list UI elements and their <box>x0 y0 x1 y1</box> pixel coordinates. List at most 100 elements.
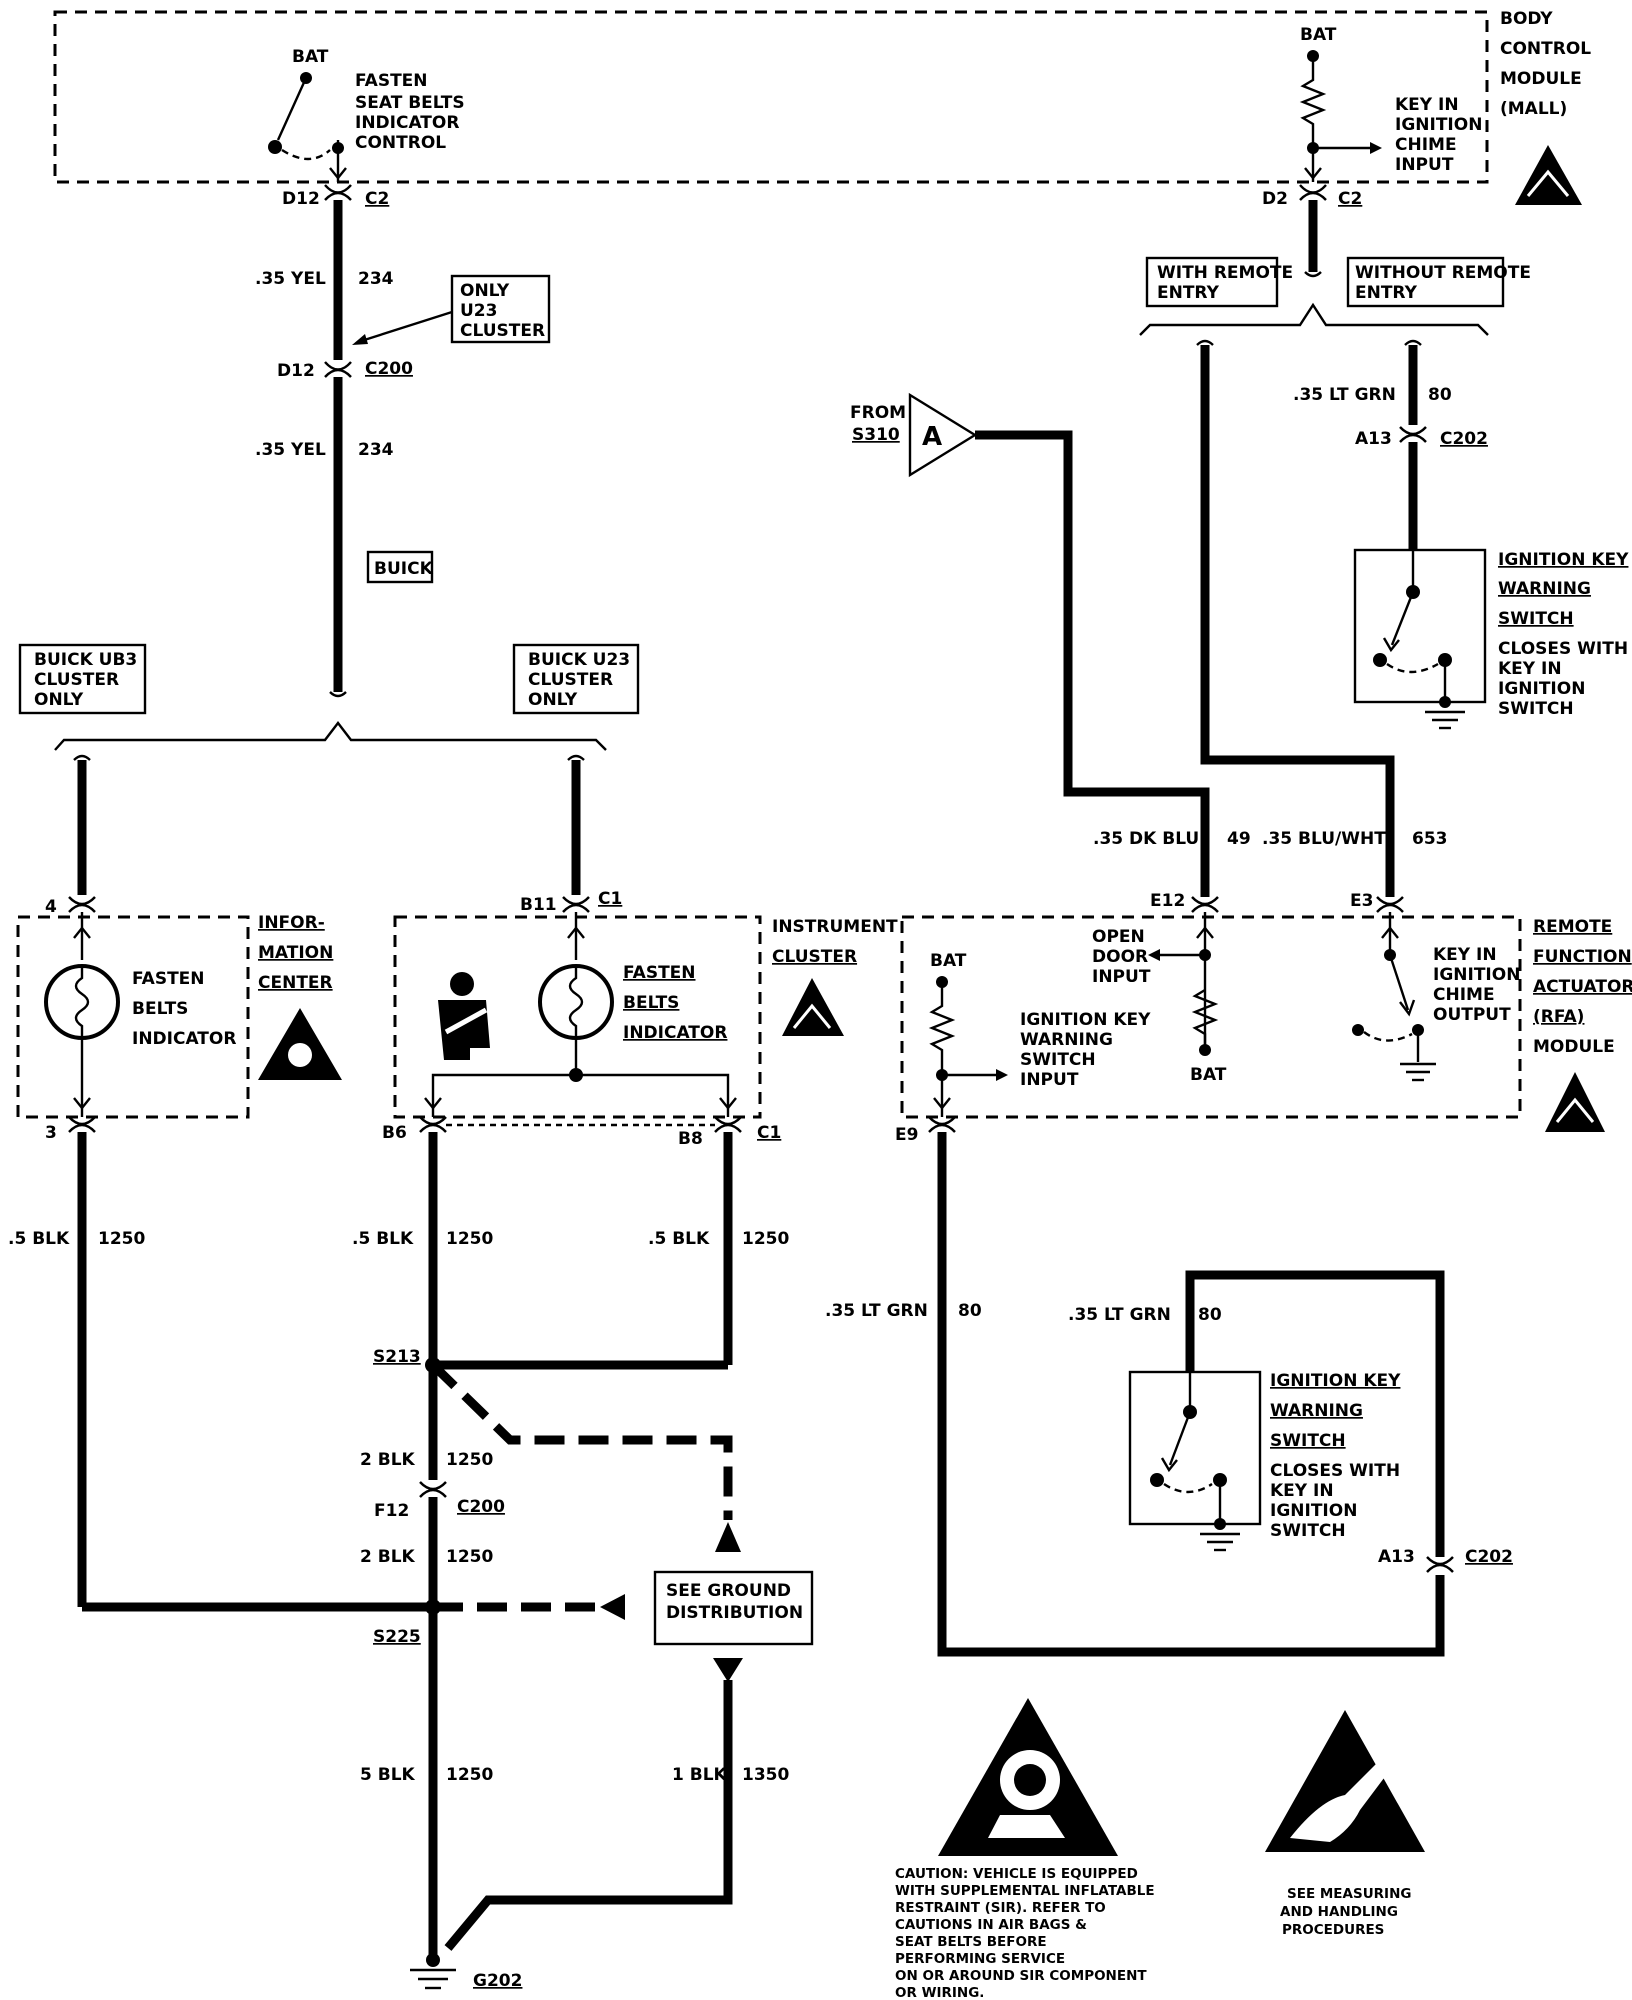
wire-blk-left-num: 1250 <box>98 1229 145 1249</box>
only-u23-3: CLUSTER <box>460 321 545 341</box>
bcm-title-4: (MALL) <box>1500 99 1567 119</box>
ign-bottom-2: WARNING <box>1270 1401 1363 1421</box>
chime-out-3: CHIME <box>1433 985 1495 1005</box>
ign-input-3: SWITCH <box>1020 1050 1096 1070</box>
ground-icon <box>410 1953 456 1990</box>
ign-bottom-6: IGNITION <box>1270 1501 1357 1521</box>
wire-blk2-a: 2 BLK <box>360 1450 416 1470</box>
fasten-cluster-3: INDICATOR <box>623 1023 727 1043</box>
instrument-cluster-module: B11 C1 INSTRUMENT CLUSTER FASTEN BELTS I… <box>352 754 898 1365</box>
fasten-info-1: FASTEN <box>132 969 205 989</box>
wire-yel-1: .35 YEL <box>255 269 326 289</box>
from-label-2: S310 <box>852 425 900 445</box>
buick-ub3-2: CLUSTER <box>34 670 119 690</box>
info-title-1: INFOR- <box>258 913 325 933</box>
without-remote-1: WITHOUT REMOTE <box>1355 263 1531 283</box>
ignition-switch-loop: .35 LT GRN 80 A13 C202 .35 LT GRN 80 IGN… <box>825 1132 1513 1657</box>
ground-distribution-circuit: S213 2 BLK 1250 F12 C200 2 BLK 1250 S225… <box>82 1347 814 1991</box>
ign-top-1: IGNITION KEY <box>1498 550 1629 570</box>
rfa-title-5: MODULE <box>1533 1037 1615 1057</box>
esd-warning-icon <box>1265 1710 1425 1852</box>
pin-c1-top: C1 <box>598 889 622 909</box>
key-chime-4: INPUT <box>1395 155 1454 175</box>
without-remote-2: ENTRY <box>1355 283 1418 303</box>
fasten-cluster-1: FASTEN <box>623 963 696 983</box>
bcm-module: BODY CONTROL MODULE (MALL) <box>53 9 1591 205</box>
ignition-key-switch-bottom <box>1128 1370 1262 1526</box>
pin-e3: E3 <box>1350 891 1373 911</box>
wire-blk-right-num: 1250 <box>742 1229 789 1249</box>
buick-ub3-3: ONLY <box>34 690 84 710</box>
fasten-info-3: INDICATOR <box>132 1029 236 1049</box>
wire-bluwht: .35 BLU/WHT <box>1262 829 1386 849</box>
wire-blk-mid-num: 1250 <box>446 1229 493 1249</box>
yel-234-circuit: D12 C2 .35 YEL 234 ONLY U23 CLUSTER D12 … <box>255 184 551 698</box>
wire-blk2-b: 2 BLK <box>360 1547 416 1567</box>
wire-yel-1-num: 234 <box>358 269 394 289</box>
from-label-1: FROM <box>850 403 906 423</box>
fasten-control-4: CONTROL <box>355 133 446 153</box>
wire-blk5: 5 BLK <box>360 1765 416 1785</box>
rfa-bat-mid: BAT <box>1190 1065 1227 1085</box>
pin-c202-bottom: C202 <box>1465 1547 1513 1567</box>
pin-b6: B6 <box>382 1123 407 1143</box>
open-door-2: DOOR <box>1092 947 1148 967</box>
ground-icon <box>1425 710 1465 730</box>
seat-belt-icon <box>438 972 490 1060</box>
ign-bottom-5: KEY IN <box>1270 1481 1334 1501</box>
wire-ltgrn-top: .35 LT GRN <box>1293 385 1396 405</box>
with-remote-2: ENTRY <box>1157 283 1220 303</box>
bcm-title-3: MODULE <box>1500 69 1582 89</box>
with-remote-1: WITH REMOTE <box>1157 263 1293 283</box>
wire-blk2-a-num: 1250 <box>446 1450 493 1470</box>
wire-blk1-num: 1350 <box>742 1765 789 1785</box>
caution-8: OR WIRING. <box>895 1985 984 2000</box>
fasten-cluster-2: BELTS <box>623 993 679 1013</box>
pin-b8: B8 <box>678 1129 703 1149</box>
cluster-title-2: CLUSTER <box>772 947 857 967</box>
buick-label: BUICK <box>374 559 434 579</box>
bcm-title-1: BODY <box>1500 9 1553 29</box>
caution-5: SEAT BELTS BEFORE <box>895 1934 1047 1950</box>
rfa-title-3: ACTUATOR <box>1533 977 1632 997</box>
ign-top-3: SWITCH <box>1498 609 1574 629</box>
wire-yel-2-num: 234 <box>358 440 394 460</box>
splice-s225: S225 <box>373 1627 421 1647</box>
key-chime-2: IGNITION <box>1395 115 1482 135</box>
info-title-3: CENTER <box>258 973 333 993</box>
caution-7: ON OR AROUND SIR COMPONENT <box>895 1968 1147 1984</box>
measuring-handling-note: SEE MEASURING AND HANDLING PROCEDURES <box>1265 1710 1425 1938</box>
bcm-title-2: CONTROL <box>1500 39 1591 59</box>
wire-dkblu: .35 DK BLU <box>1093 829 1199 849</box>
rfa-title-4: (RFA) <box>1533 1007 1584 1027</box>
pin-c200-bottom: C200 <box>457 1497 505 1517</box>
chime-out-2: IGNITION <box>1433 965 1520 985</box>
rfa-title-1: REMOTE <box>1533 917 1612 937</box>
ground-icon <box>1400 1062 1436 1082</box>
pin-c2-right: C2 <box>1338 189 1362 209</box>
ign-input-1: IGNITION KEY <box>1020 1010 1151 1030</box>
pin-b11: B11 <box>520 895 557 915</box>
splice-g202: G202 <box>473 1971 522 1991</box>
buick-u23-3: ONLY <box>528 690 578 710</box>
cluster-title-1: INSTRUMENT <box>772 917 898 937</box>
buick-option-bracket: BUICK UB3 CLUSTER ONLY BUICK U23 CLUSTER… <box>18 643 640 751</box>
wire-ltgrn-e9: .35 LT GRN <box>825 1301 928 1321</box>
key-chime-1: KEY IN <box>1395 95 1459 115</box>
wire-dkblu-num: 49 <box>1227 829 1251 849</box>
fasten-control-3: INDICATOR <box>355 113 459 133</box>
pin-e12: E12 <box>1150 891 1185 911</box>
fasten-control-2: SEAT BELTS <box>355 93 465 113</box>
pin-a13-top: A13 <box>1355 429 1392 449</box>
only-u23-1: ONLY <box>460 281 510 301</box>
remote-entry-option: D2 C2 WITH REMOTE ENTRY WITHOUT REMOTE E… <box>1139 184 1629 730</box>
ign-top-7: SWITCH <box>1498 699 1574 719</box>
ground-icon <box>1200 1532 1240 1552</box>
caution-4: CAUTIONS IN AIR BAGS & <box>895 1917 1087 1933</box>
wire-blk5-num: 1250 <box>446 1765 493 1785</box>
information-center-module: 4 INFOR- MATION CENTER FASTEN BELTS INDI… <box>8 754 342 1607</box>
chime-input-circuit: BAT KEY IN IGNITION CHIME INPUT <box>1299 25 1482 182</box>
pin-3: 3 <box>45 1123 57 1143</box>
rfa-input-wires: FROM S310 A .35 DK BLU 49 .35 BLU/WHT 65… <box>850 339 1448 897</box>
